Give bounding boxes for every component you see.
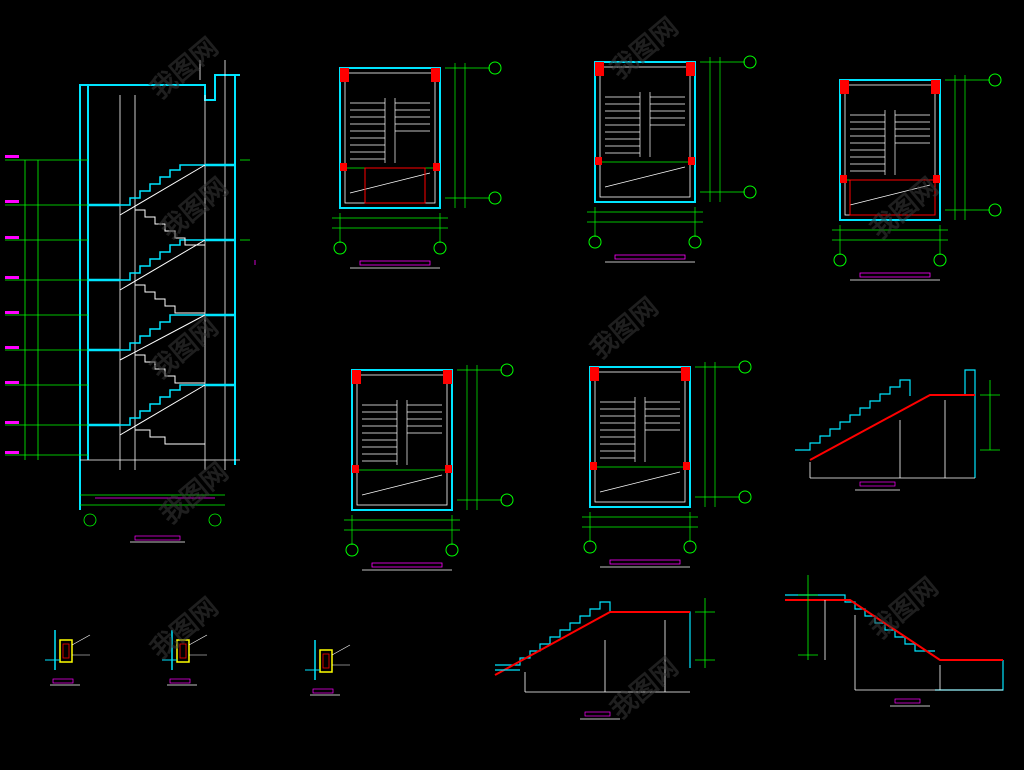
detail-3 bbox=[304, 639, 351, 696]
svg-text:我图网: 我图网 bbox=[155, 172, 234, 245]
stair-plan-4 bbox=[343, 363, 514, 571]
stair-section-b bbox=[494, 598, 715, 720]
detail-1 bbox=[44, 629, 91, 686]
svg-text:我图网: 我图网 bbox=[145, 32, 224, 105]
svg-text:我图网: 我图网 bbox=[605, 652, 684, 725]
stair-section-c bbox=[785, 575, 1004, 707]
stair-section-a bbox=[795, 369, 1000, 491]
stair-section-elevation bbox=[5, 60, 256, 543]
stair-plan-2 bbox=[586, 55, 757, 263]
svg-text:我图网: 我图网 bbox=[145, 592, 224, 665]
stair-plan-3 bbox=[831, 73, 1002, 281]
svg-text:我图网: 我图网 bbox=[865, 572, 944, 645]
stair-plan-5 bbox=[581, 360, 752, 568]
svg-text:我图网: 我图网 bbox=[865, 172, 944, 245]
svg-text:我图网: 我图网 bbox=[585, 292, 664, 365]
svg-text:我图网: 我图网 bbox=[155, 457, 234, 530]
stair-plan-1 bbox=[331, 61, 502, 269]
watermark-layer: 我图网 我图网 我图网 我图网 我图网 我图网 我图网 我图网 我图网 我图网 bbox=[145, 12, 944, 725]
svg-text:我图网: 我图网 bbox=[605, 12, 684, 85]
svg-text:我图网: 我图网 bbox=[145, 312, 224, 385]
